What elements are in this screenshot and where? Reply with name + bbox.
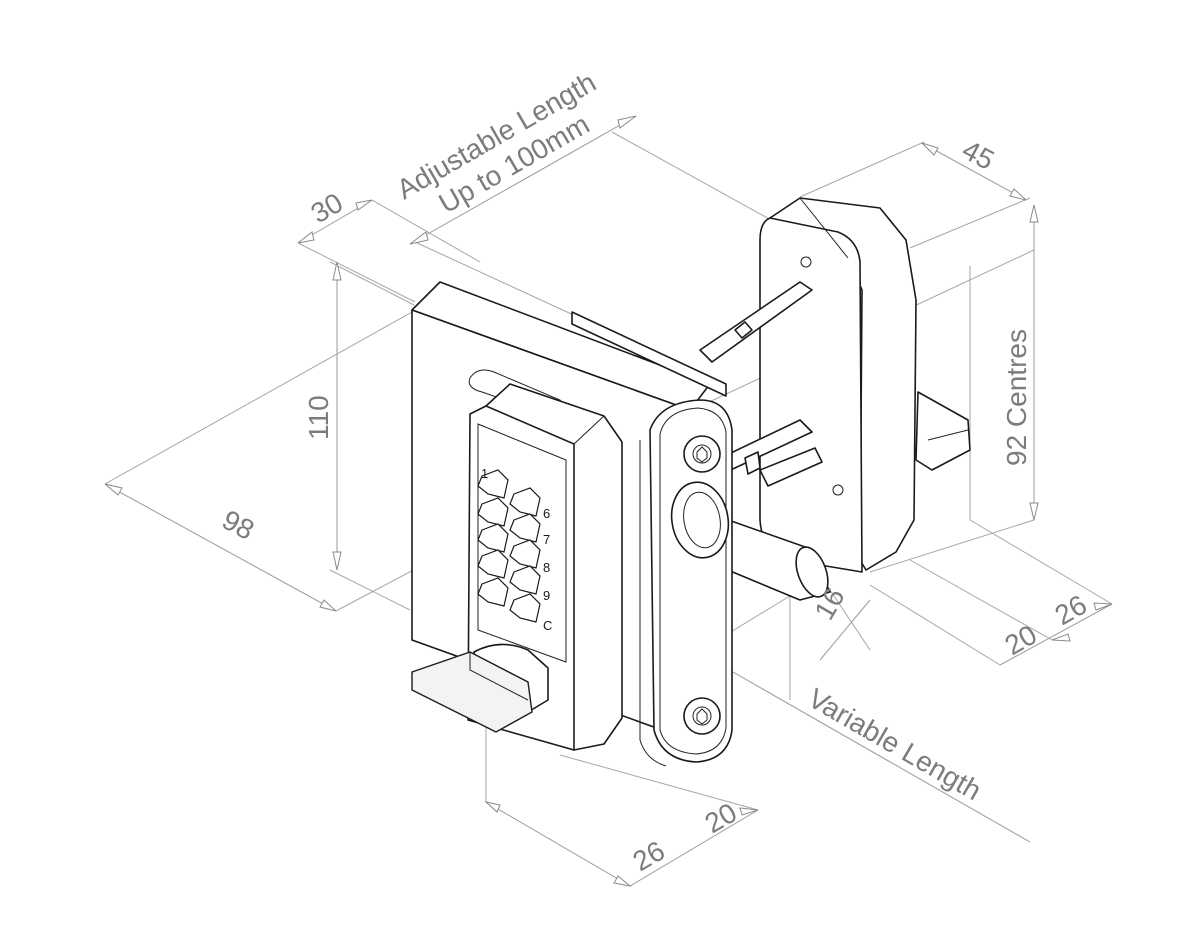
label-dim-30: 30 bbox=[306, 187, 348, 229]
key-label-9: 9 bbox=[543, 588, 550, 603]
label-dim-20-right: 20 bbox=[1000, 619, 1042, 661]
key-label-6: 6 bbox=[543, 506, 550, 521]
dimension-lines bbox=[104, 115, 1113, 887]
keypad-buttons bbox=[477, 469, 541, 623]
key-label-8: 8 bbox=[543, 560, 550, 575]
dimension-arrows bbox=[104, 115, 1113, 887]
keypad-labels: 1 6 7 8 9 C bbox=[481, 466, 552, 633]
key-label-c: C bbox=[543, 618, 552, 633]
label-dim-26-bottom: 26 bbox=[628, 835, 670, 877]
faceplate bbox=[639, 399, 733, 767]
key-label-7: 7 bbox=[543, 532, 550, 547]
label-dim-98: 98 bbox=[217, 504, 259, 546]
label-92-centres: 92 Centres bbox=[1001, 329, 1032, 466]
label-dim-20-bottom: 20 bbox=[700, 797, 742, 839]
label-variable-length: Variable Length bbox=[803, 682, 987, 806]
label-dim-45: 45 bbox=[957, 134, 999, 176]
label-dim-110: 110 bbox=[303, 395, 334, 440]
rear-lock-body bbox=[759, 197, 971, 573]
key-label-1: 1 bbox=[481, 466, 488, 481]
thumb-turn bbox=[411, 643, 549, 733]
label-dim-26-right: 26 bbox=[1050, 589, 1092, 631]
